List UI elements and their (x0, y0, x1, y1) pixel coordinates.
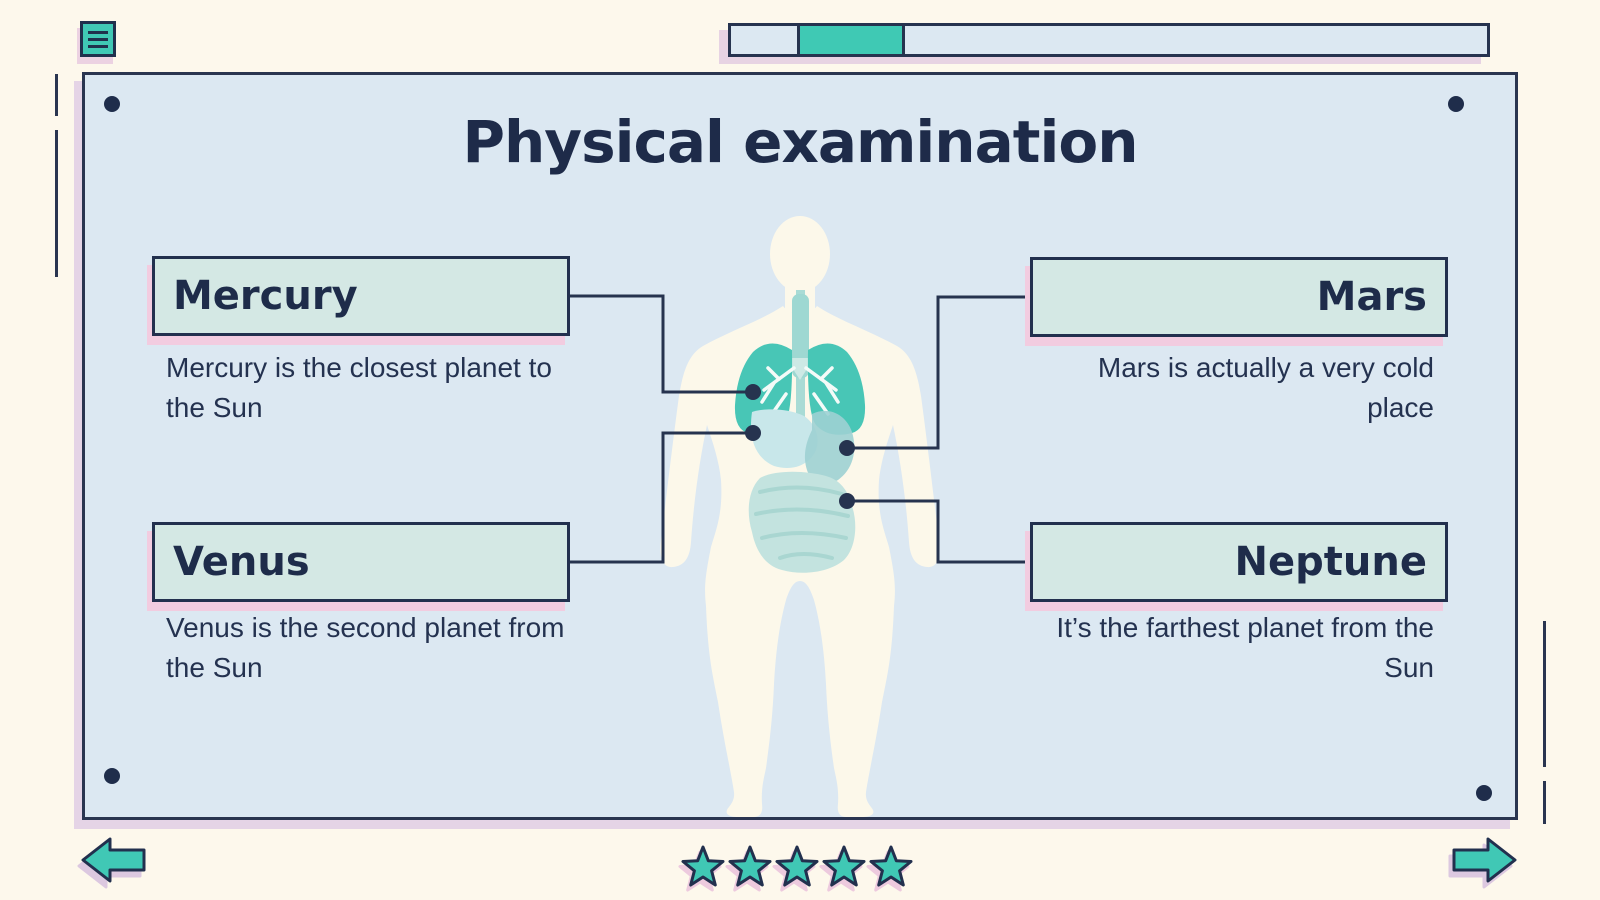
star-icon[interactable] (869, 845, 913, 887)
right-deco-line-long (1543, 621, 1546, 767)
corner-dot-top-left (104, 96, 120, 112)
description-mercury: Mercury is the closest planet to the Sun (166, 352, 552, 423)
description-mars: Mars is actually a very cold place (1097, 352, 1434, 423)
stomach (804, 410, 855, 484)
corner-dot-bottom-right (1476, 785, 1492, 801)
page-title: Physical examination (462, 108, 1139, 176)
trachea (792, 294, 809, 378)
body-head (770, 216, 830, 292)
label-mars: Mars (1316, 274, 1427, 320)
progress-bar[interactable] (728, 23, 1490, 57)
star-icon[interactable] (728, 845, 772, 887)
label-venus: Venus (173, 539, 310, 585)
liver (750, 409, 818, 469)
connector-dots (745, 384, 855, 509)
menu-button[interactable] (80, 21, 116, 57)
corner-dot-top-right (1448, 96, 1464, 112)
rating-stars[interactable] (676, 840, 920, 896)
label-mercury: Mercury (173, 273, 358, 319)
progress-thumb[interactable] (797, 26, 905, 54)
star-icon[interactable] (681, 845, 725, 887)
next-slide-button[interactable] (1448, 833, 1522, 896)
left-deco-line-long (55, 130, 58, 277)
arrow-left-icon (81, 837, 146, 883)
intestines (748, 471, 856, 573)
left-deco-line-short (55, 74, 58, 116)
label-box-mercury: Mercury (152, 256, 570, 336)
label-box-mars: Mars (1030, 257, 1448, 337)
carina (786, 358, 814, 380)
corner-dot-bottom-left (104, 768, 120, 784)
label-neptune: Neptune (1234, 539, 1427, 585)
label-box-neptune: Neptune (1030, 522, 1448, 602)
connector-lines (570, 294, 1032, 564)
prev-slide-button[interactable] (76, 833, 150, 896)
arrow-right-icon (1452, 837, 1517, 883)
description-venus: Venus is the second planet from the Sun (166, 612, 565, 683)
star-icon[interactable] (822, 845, 866, 887)
right-deco-line-short (1543, 781, 1546, 824)
star-icon[interactable] (775, 845, 819, 887)
label-box-venus: Venus (152, 522, 570, 602)
description-neptune: It’s the farthest planet from the Sun (1056, 612, 1434, 683)
